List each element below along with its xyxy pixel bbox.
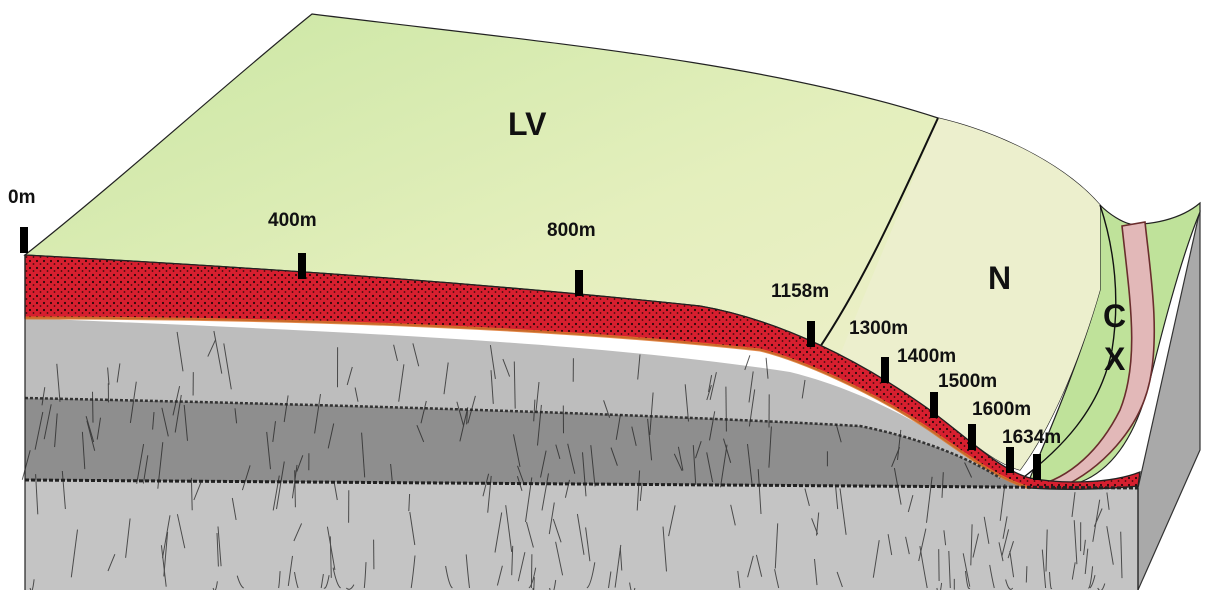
zone-label-n: N bbox=[988, 262, 1011, 294]
zone-label-lv: LV bbox=[508, 108, 547, 140]
root-stroke bbox=[726, 387, 727, 432]
tick-1634m bbox=[1033, 454, 1041, 480]
distance-label-1158m: 1158m bbox=[771, 282, 829, 301]
distance-label-1400m: 1400m bbox=[897, 347, 956, 366]
distance-label-0m: 0m bbox=[8, 188, 35, 207]
tick-1600m bbox=[1006, 447, 1014, 473]
tick-800m bbox=[575, 270, 583, 296]
tick-0m bbox=[20, 227, 28, 253]
distance-label-400m: 400m bbox=[268, 211, 317, 230]
root-stroke bbox=[295, 470, 296, 507]
tick-1158m bbox=[807, 321, 815, 347]
distance-label-1600m: 1600m bbox=[972, 400, 1031, 419]
tick-1300m bbox=[881, 357, 889, 383]
distance-label-800m: 800m bbox=[547, 221, 596, 240]
tick-1400m bbox=[930, 392, 938, 418]
zone-label-c: C bbox=[1103, 300, 1126, 332]
root-stroke bbox=[1026, 566, 1027, 582]
tick-1500m bbox=[968, 424, 976, 450]
distance-label-1300m: 1300m bbox=[849, 319, 908, 338]
zone-label-x: X bbox=[1104, 343, 1125, 375]
tick-400m bbox=[298, 253, 306, 279]
distance-label-1500m: 1500m bbox=[938, 372, 997, 391]
distance-label-1634m: 1634m bbox=[1002, 428, 1061, 447]
root-stroke bbox=[93, 392, 94, 423]
